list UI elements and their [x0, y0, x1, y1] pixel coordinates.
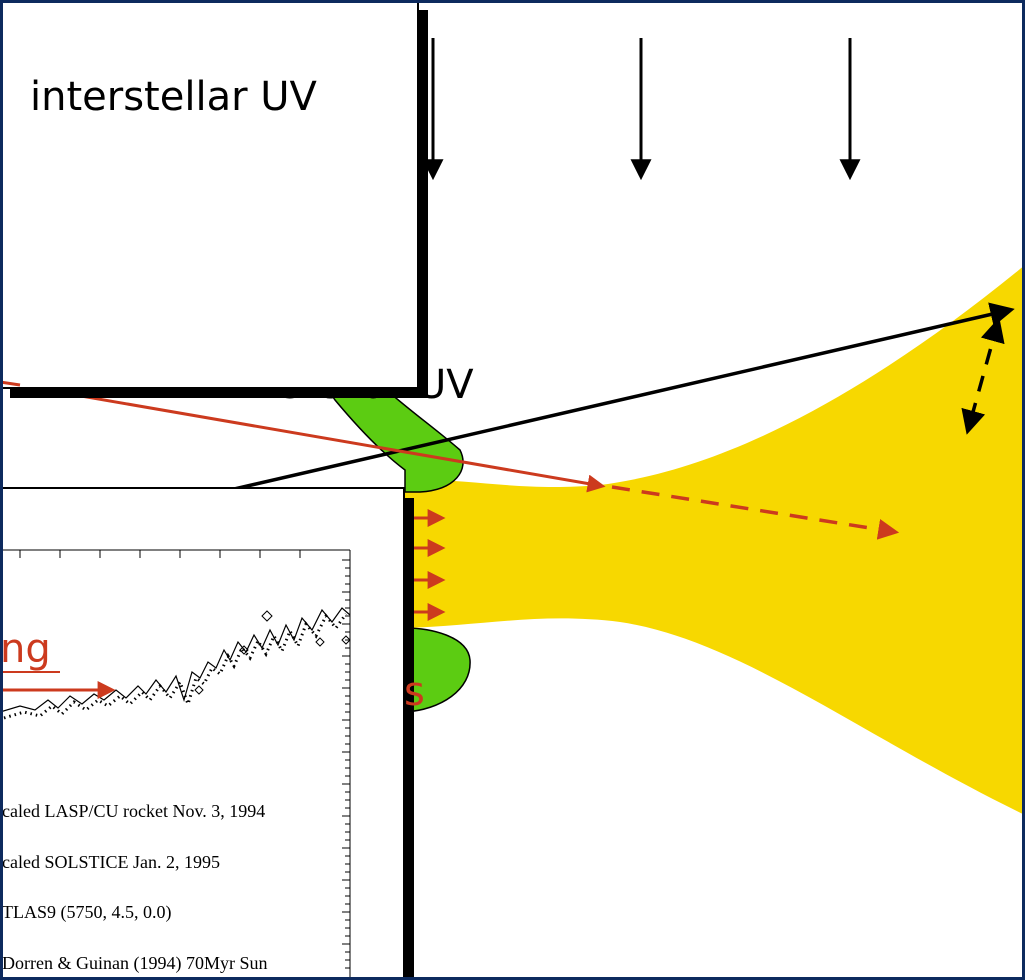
- inset-partial-label-right: s: [404, 669, 425, 715]
- spectrum-dotted-series: [3, 613, 348, 720]
- disk-surface-ray: [229, 302, 1015, 492]
- inset-partial-label-left: ng: [0, 626, 51, 672]
- legend-entry-4: Dorren & Guinan (1994) 70Myr Sun: [2, 953, 267, 974]
- spectrum-diamond-markers: [194, 610, 351, 695]
- protoplanetary-disk: [405, 265, 1025, 815]
- disk-height-double-arrow: [961, 317, 1005, 435]
- interstellar-uv-label: interstellar UV: [30, 74, 318, 120]
- stellar-uv-ray-dashed: [611, 485, 900, 540]
- green-lower-lobe: [404, 627, 471, 713]
- legend-entry-2: caled SOLSTICE Jan. 2, 1995: [2, 852, 220, 872]
- legend-entry-3: TLAS9 (5750, 4.5, 0.0): [2, 902, 172, 923]
- spectrum-solid-line: [0, 607, 351, 713]
- stellar-uv-ray: [0, 380, 606, 493]
- spectrum-inset-panel: [0, 487, 414, 980]
- top-left-panel: [0, 0, 428, 398]
- legend-entry-1: caled LASP/CU rocket Nov. 3, 1994: [2, 801, 265, 821]
- panel-arrow-segment: [0, 380, 21, 387]
